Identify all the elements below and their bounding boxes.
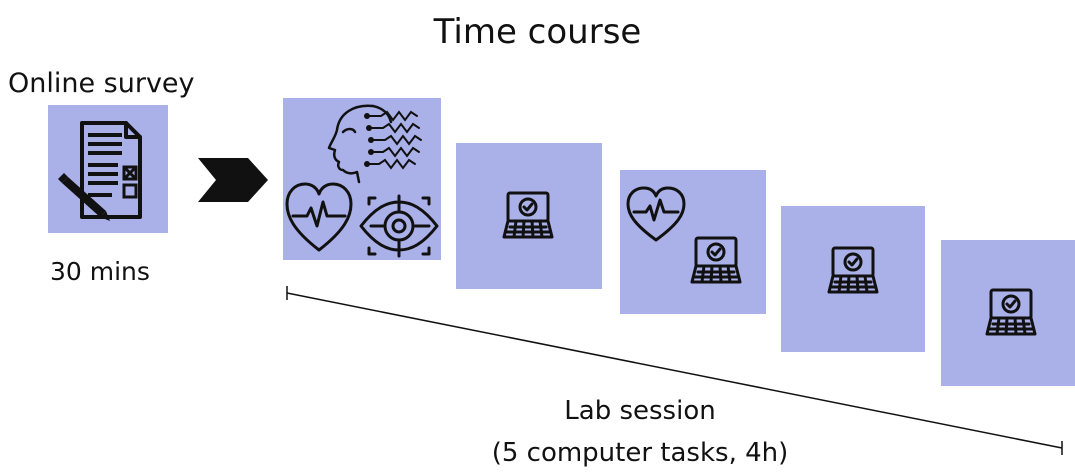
lab-step-panel-1	[283, 98, 441, 260]
diagram-title: Time course	[433, 12, 642, 52]
laptop-check-icon	[985, 288, 1037, 336]
lab-session-label: Lab session	[564, 396, 716, 426]
brain-signals-icon	[327, 104, 422, 184]
chevron-right-icon	[198, 158, 268, 202]
laptop-check-icon	[827, 246, 879, 294]
laptop-check-icon	[502, 191, 554, 239]
lab-step-panel-3	[620, 170, 766, 314]
heart-rate-icon	[285, 182, 353, 252]
lab-step-panel-5	[941, 240, 1075, 386]
lab-step-panel-4	[781, 206, 925, 352]
survey-label: Online survey	[8, 68, 195, 99]
eye-tracking-icon	[359, 194, 439, 258]
survey-panel	[48, 105, 168, 233]
survey-duration: 30 mins	[50, 257, 150, 286]
lab-step-panel-2	[456, 143, 602, 289]
lab-session-detail: (5 computer tasks, 4h)	[491, 438, 789, 468]
laptop-check-icon	[690, 236, 742, 284]
survey-form-icon	[58, 121, 142, 221]
heart-rate-icon	[626, 186, 686, 242]
